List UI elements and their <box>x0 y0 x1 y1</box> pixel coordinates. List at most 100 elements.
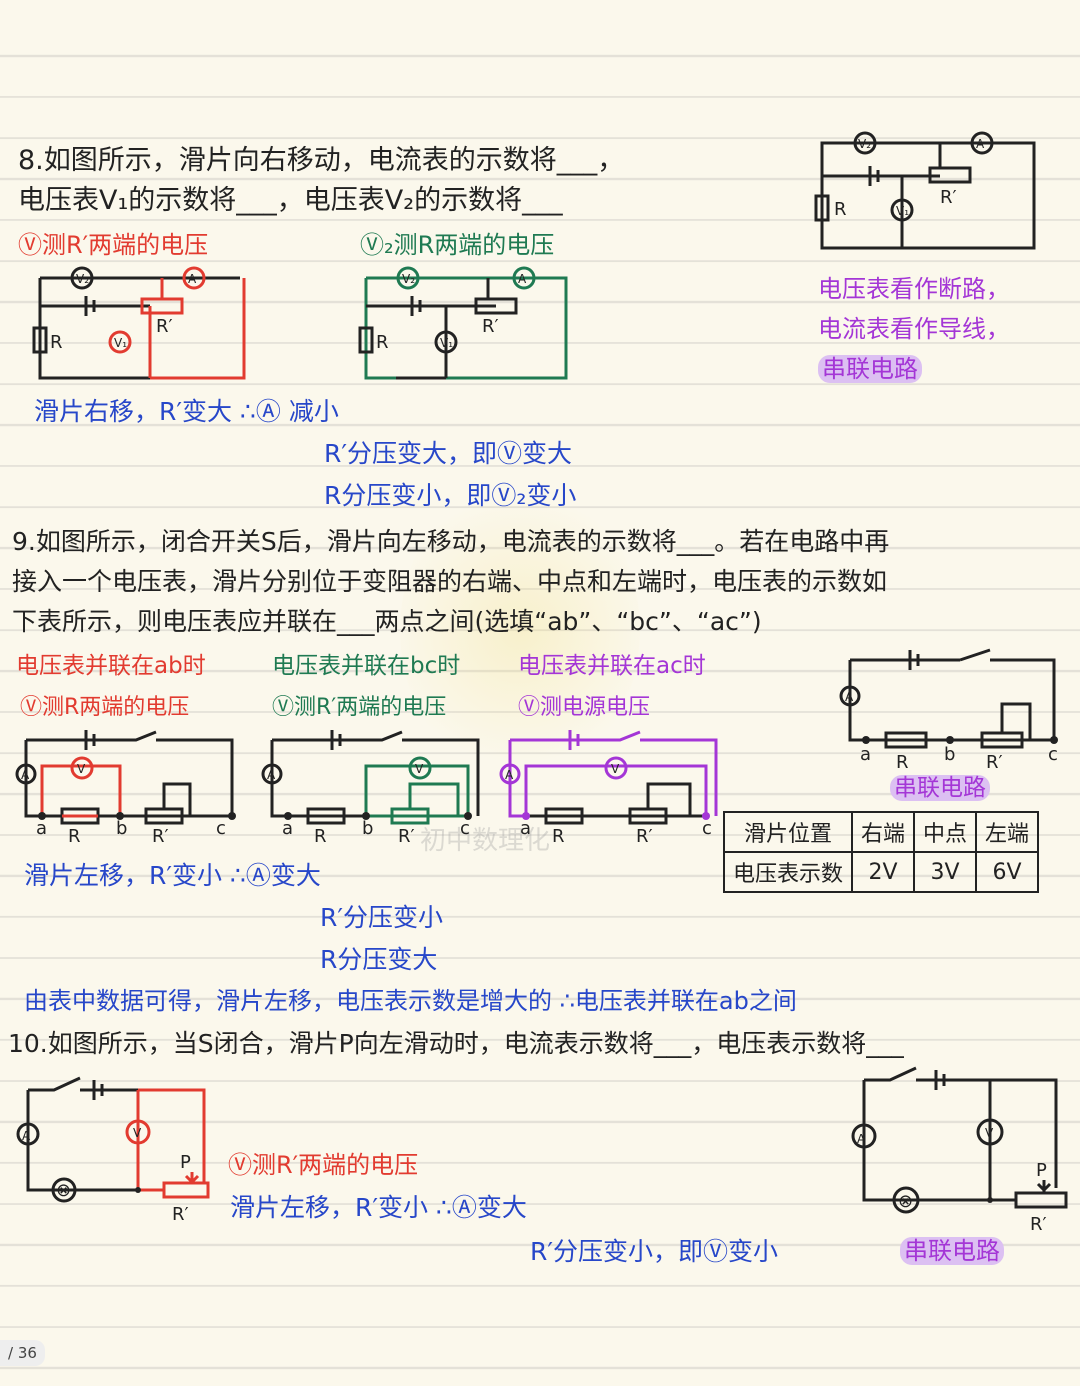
q9-main-a-text: A <box>845 690 854 704</box>
q8-note-green: Ⓥ₂测R两端的电压 <box>360 231 555 259</box>
q9-case-bc: 电压表并联在bc时 <box>272 653 461 679</box>
q8-green-rp-text: R′ <box>482 316 499 337</box>
q10-main-circuit: A V ⊗ P R′ <box>851 1066 1068 1235</box>
q9-ac-a-point: a <box>520 818 531 839</box>
q9-ac-a-text: A <box>505 768 514 782</box>
q10-main-rp-text: R′ <box>1030 1214 1047 1235</box>
q9-line3: 下表所示，则电压表应并联在___两点之间(选填“ab”、“bc”、“ac”) <box>12 607 762 636</box>
q9-bc-a-text: A <box>267 768 276 782</box>
q9-ac-rp-text: R′ <box>636 826 653 847</box>
page-indicator: / 36 <box>0 1340 45 1366</box>
q8-red-a-text: A <box>188 272 197 286</box>
q9-series-label: 串联电路 <box>890 775 990 801</box>
q9-line1: 9.如图所示，闭合开关S后，滑片向左移动，电流表的示数将___。若在电路中再 <box>12 527 890 556</box>
q8-line2: 电压表V₁的示数将___，电压表V₂的示数将___ <box>18 185 563 216</box>
q9-main-b-point: b <box>944 744 955 765</box>
q10-main-v-text: V <box>985 1126 994 1140</box>
q8-main-r-text: R <box>834 199 847 220</box>
q9-answer-1: 滑片左移，R′变小 ∴Ⓐ变大 <box>24 861 321 890</box>
q9-ab-a-point: a <box>36 818 47 839</box>
q9-ac-r-text: R <box>552 826 565 847</box>
q9-bc-a-point: a <box>282 818 293 839</box>
q10-red-lamp-text: ⊗ <box>56 1180 71 1201</box>
q9-case-ab: 电压表并联在ab时 <box>16 653 206 679</box>
q10-main-a-text: A <box>857 1132 866 1146</box>
q8-green-v2-text: V₂ <box>402 272 415 286</box>
q9-note-ac: Ⓥ测电源电压 <box>518 695 651 720</box>
q9-ab-v-text: V <box>77 762 86 776</box>
q9-conclusion: 由表中数据可得，滑片左移，电压表示数是增大的 ∴电压表并联在ab之间 <box>24 987 797 1015</box>
q9-ab-c-point: c <box>216 818 226 839</box>
q10-note-red: Ⓥ测R′两端的电压 <box>228 1151 419 1179</box>
q9-answer-3: R分压变大 <box>320 945 438 974</box>
q9-note-ab: Ⓥ测R两端的电压 <box>20 695 190 720</box>
q8-main-circuit: V₂ A V₁ R R′ <box>814 131 1036 250</box>
q10-red-v-text: V <box>133 1126 142 1140</box>
table-cell: 2V <box>851 851 916 893</box>
q8-answer-2: R′分压变大，即Ⓥ变大 <box>324 439 573 468</box>
q10-main-lamp-text: ⊗ <box>898 1191 913 1212</box>
q9-note-bc: Ⓥ测R′两端的电压 <box>272 695 447 720</box>
q9-answer-2: R′分压变小 <box>320 903 444 932</box>
q9-ab-a-text: A <box>21 768 30 782</box>
watermark-logo <box>400 480 640 780</box>
q9-main-rp-text: R′ <box>986 752 1003 773</box>
q10-red-p-text: P <box>180 1152 191 1173</box>
q9-voltage-table: 滑片位置 右端 中点 左端 电压表示数 2V 3V 6V <box>722 811 1040 893</box>
q9-bc-c-point: c <box>460 818 470 839</box>
q9-main-c-point: c <box>1048 744 1058 765</box>
q10-answer-2: R′分压变小，即Ⓥ变小 <box>530 1237 779 1266</box>
q8-green-v1-text: V₁ <box>440 336 453 350</box>
q10-main-p-text: P <box>1036 1160 1047 1181</box>
q8-answer-1: 滑片右移，R′变大 ∴Ⓐ 减小 <box>34 397 339 426</box>
q10-line1: 10.如图所示，当S闭合，滑片P向左滑动时，电流表示数将___，电压表示数将__… <box>8 1029 904 1058</box>
table-cell: 滑片位置 <box>722 811 854 853</box>
table-cell: 左端 <box>975 811 1040 853</box>
q9-ab-rp-text: R′ <box>152 826 169 847</box>
table-cell: 3V <box>913 851 978 893</box>
q9-circuit-ac: A V a c R R′ <box>499 730 718 847</box>
q8-red-circuit: V₂ A V₁ R R′ <box>32 266 246 380</box>
q8-side-note-2: 电流表看作导线， <box>818 315 1010 343</box>
q8-main-a-text: A <box>976 137 985 151</box>
table-row: 滑片位置 右端 中点 左端 <box>722 811 1040 853</box>
q8-answer-3: R分压变小，即Ⓥ₂变小 <box>324 481 577 510</box>
q9-main-a-point: a <box>860 744 871 765</box>
q10-red-a-text: A <box>22 1129 31 1143</box>
q8-green-circuit: V₂ A V₁ R R′ <box>358 266 568 380</box>
q8-line1: 8.如图所示，滑片向右移动，电流表的示数将___， <box>18 145 625 176</box>
q9-bc-b-point: b <box>362 818 373 839</box>
q9-ab-b-point: b <box>116 818 127 839</box>
q9-bc-r-text: R <box>314 826 327 847</box>
q8-red-v2-text: V₂ <box>76 272 89 286</box>
q8-green-a-text: A <box>518 272 527 286</box>
q9-line2: 接入一个电压表，滑片分别位于变阻器的右端、中点和左端时，电压表的示数如 <box>12 567 888 596</box>
table-cell: 右端 <box>851 811 916 853</box>
q8-red-rp-text: R′ <box>156 316 173 337</box>
q9-main-r-text: R <box>896 752 909 773</box>
q10-series-label: 串联电路 <box>900 1237 1004 1265</box>
q10-red-rp-text: R′ <box>172 1204 189 1225</box>
q10-answer-1: 滑片左移，R′变小 ∴Ⓐ变大 <box>230 1193 527 1222</box>
q8-main-v1-text: V₁ <box>896 204 909 218</box>
table-cell: 6V <box>975 851 1040 893</box>
q8-series-label: 串联电路 <box>818 355 922 383</box>
table-cell: 中点 <box>913 811 978 853</box>
q8-main-v2-text: V₂ <box>858 137 871 151</box>
q8-side-note-1: 电压表看作断路， <box>818 275 1010 303</box>
q8-main-rp-text: R′ <box>940 187 957 208</box>
q10-red-circuit: A V ⊗ P R′ <box>16 1076 210 1225</box>
q9-circuit-bc: A V a b c R R′ <box>261 730 480 847</box>
q9-ab-r-text: R <box>68 826 81 847</box>
q9-main-circuit: A a b c R R′ <box>839 648 1058 773</box>
q9-ac-v-text: V <box>611 762 620 776</box>
q8-red-v1-text: V₁ <box>114 336 127 350</box>
watermark-text: 初中数理化 <box>420 826 551 856</box>
q9-case-ac: 电压表并联在ac时 <box>518 653 706 679</box>
q9-circuit-ab: A V a b c R R′ <box>15 730 236 847</box>
table-cell: 电压表示数 <box>722 851 854 893</box>
q9-bc-v-text: V <box>415 762 424 776</box>
q9-ac-c-point: c <box>702 818 712 839</box>
q8-green-r-text: R <box>376 332 389 353</box>
q8-note-red: Ⓥ测R′两端的电压 <box>18 231 209 259</box>
